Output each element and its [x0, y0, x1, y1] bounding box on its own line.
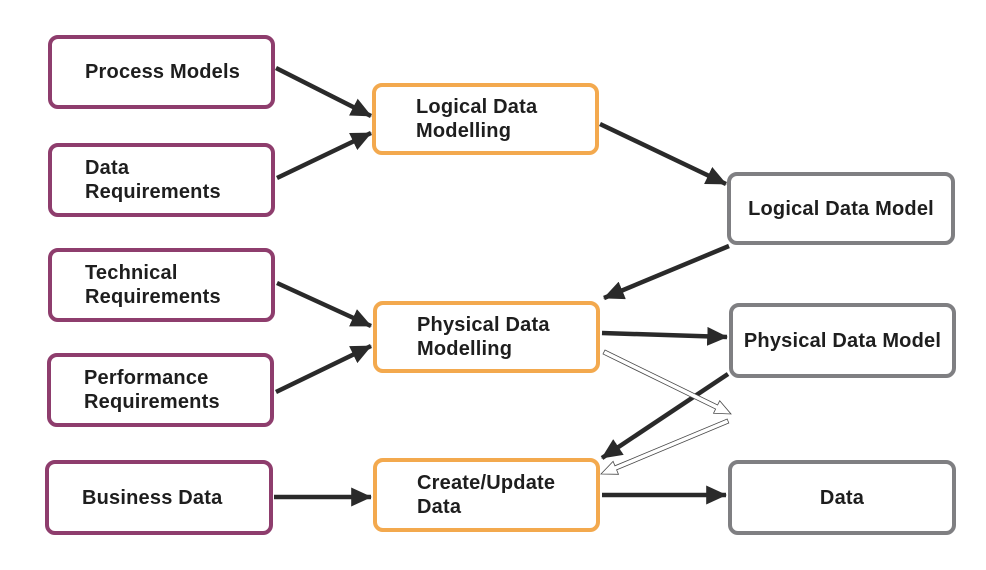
node-physical-data-modelling: Physical Data Modelling [373, 301, 600, 373]
node-create-update-data: Create/Update Data [373, 458, 600, 532]
node-technical-requirements: Technical Requirements [48, 248, 275, 322]
node-label-line: Physical Data Model [743, 329, 942, 352]
edge-data-requirements-to-logical-data-modelling [276, 130, 372, 181]
node-label-line: Performance [84, 367, 209, 389]
node-label-line: Technical [85, 262, 178, 284]
edge-performance-requirements-to-physical-data-modelling [275, 343, 372, 395]
node-label-line: Logical Data Model [748, 197, 934, 220]
node-label-line: Data [819, 486, 865, 509]
node-label-line: Data [417, 496, 462, 518]
node-process-models: Process Models [48, 35, 275, 109]
edge-logical-data-modelling-to-logical-data-model [599, 121, 727, 187]
node-label-line: Requirements [84, 391, 220, 413]
node-label-line: Logical Data [416, 96, 538, 118]
node-label-line: Modelling [417, 338, 513, 360]
node-logical-data-modelling: Logical Data Modelling [372, 83, 599, 155]
node-data-requirements: Data Requirements [48, 143, 275, 217]
node-physical-data-model: Physical Data Model [729, 303, 956, 378]
node-label-line: Modelling [416, 120, 512, 142]
edge-process-models-to-logical-data-modelling [274, 65, 373, 119]
node-logical-data-model: Logical Data Model [727, 172, 955, 245]
node-data: Data [728, 460, 956, 535]
node-performance-requirements: Performance Requirements [47, 353, 274, 427]
node-label-line: Data [85, 157, 130, 179]
node-label-line: Create/Update [417, 472, 556, 494]
edge-logical-data-model-to-physical-data-modelling [603, 243, 730, 301]
node-label-line: Physical Data [417, 314, 550, 336]
node-label-line: Business Data [82, 486, 223, 509]
hollow-edge-physical-data-modelling-down-right [602, 349, 732, 415]
node-label-line: Requirements [85, 181, 221, 203]
hollow-edge-to-create-update-data [600, 418, 730, 475]
node-business-data: Business Data [45, 460, 273, 535]
edge-technical-requirements-to-physical-data-modelling [276, 280, 372, 329]
node-label-line: Process Models [85, 61, 241, 83]
edge-physical-data-model-to-create-update-data [600, 372, 730, 460]
node-label-line: Requirements [85, 286, 221, 308]
edge-physical-data-modelling-to-physical-data-model [601, 326, 728, 346]
